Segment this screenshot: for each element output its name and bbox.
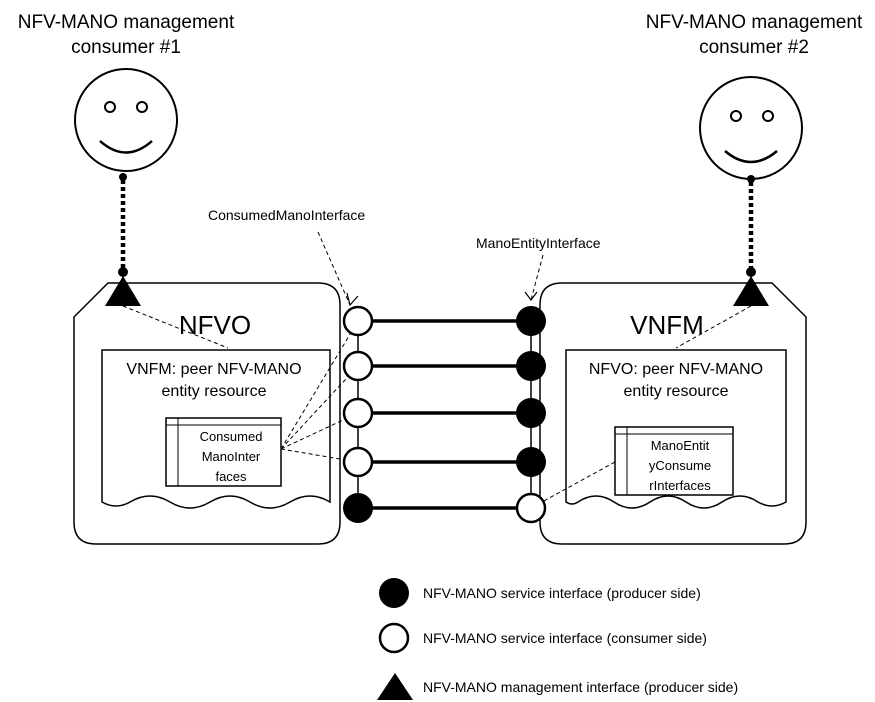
- nfvo-producer-endpoint-5: [343, 493, 373, 523]
- nfvo-consumer-endpoint-2: [342, 350, 374, 382]
- vnfm-entity: VNFM NFVO: peer NFV-MANO entity resource…: [539, 282, 807, 545]
- mano-entity-consumer-interfaces-table: ManoEntit yConsume rInterfaces: [614, 426, 734, 496]
- legend: NFV-MANO service interface (producer sid…: [377, 578, 738, 700]
- vnfm-consumer-endpoint-5: [515, 492, 547, 524]
- nfvo-entity: NFVO VNFM: peer NFV-MANO entity resource…: [73, 282, 341, 545]
- vnfm-resource: NFVO: peer NFV-MANO entity resource Mano…: [565, 349, 787, 509]
- nfvo-table-line3: faces: [215, 469, 247, 484]
- consumer-1-title-line1: NFV-MANO management: [18, 12, 235, 33]
- nfvo-management-interface: [105, 267, 141, 306]
- nfvo-consumer-endpoint-1: [342, 305, 374, 337]
- vnfm-resource-line2: entity resource: [624, 383, 729, 400]
- filled-triangle-icon: [733, 276, 769, 306]
- filled-triangle-icon: [377, 673, 413, 700]
- nfvo-table-line1: Consumed: [200, 429, 263, 444]
- filled-triangle-icon: [105, 276, 141, 306]
- connector-dot: [119, 173, 127, 181]
- nfvo-table-line2: ManoInter: [202, 449, 261, 464]
- consumed-mano-interfaces-table: Consumed ManoInter faces: [165, 417, 282, 487]
- vnfm-title: VNFM: [630, 310, 704, 340]
- vnfm-table-line1: ManoEntit: [651, 438, 710, 453]
- filled-circle-icon: [379, 578, 409, 608]
- connector-dot: [747, 175, 755, 183]
- vnfm-producer-endpoint-4: [516, 447, 546, 477]
- vnfm-producer-endpoint-3: [516, 398, 546, 428]
- nfvo-consumer-endpoint-4: [342, 446, 374, 478]
- vnfm-producer-endpoint-1: [516, 306, 546, 336]
- legend-text-management: NFV-MANO management interface (producer …: [423, 679, 738, 695]
- consumer-1-title-line2: consumer #1: [71, 37, 181, 58]
- consumer-2: NFV-MANO management consumer #2: [646, 12, 863, 270]
- vnfm-management-interface: [733, 267, 769, 306]
- consumer-2-title-line1: NFV-MANO management: [646, 12, 863, 33]
- legend-item-producer: NFV-MANO service interface (producer sid…: [379, 578, 701, 608]
- nfvo-resource-line1: VNFM: peer NFV-MANO: [126, 361, 301, 378]
- consumer-1: NFV-MANO management consumer #1: [18, 12, 235, 270]
- nfvo-consumer-endpoint-3: [342, 397, 374, 429]
- legend-text-consumer: NFV-MANO service interface (consumer sid…: [423, 630, 707, 646]
- consumed-mano-interface-callout: ConsumedManoInterface: [208, 207, 365, 223]
- service-interface-links: [342, 305, 547, 524]
- callout-arrowheads: [346, 291, 538, 307]
- nfvo-resource-line2: entity resource: [162, 383, 267, 400]
- smiley-face-icon: [699, 76, 803, 180]
- legend-item-management: NFV-MANO management interface (producer …: [377, 673, 738, 700]
- vnfm-table-line2: yConsume: [649, 458, 711, 473]
- vnfm-producer-endpoint-2: [516, 351, 546, 381]
- legend-item-consumer: NFV-MANO service interface (consumer sid…: [378, 622, 707, 654]
- nfvo-title: NFVO: [179, 310, 251, 340]
- smiley-face-icon: [74, 68, 178, 172]
- vnfm-resource-line1: NFVO: peer NFV-MANO: [589, 361, 763, 378]
- mano-entity-interface-callout: ManoEntityInterface: [476, 235, 601, 251]
- open-circle-icon: [378, 622, 410, 654]
- consumer-2-title-line2: consumer #2: [699, 37, 809, 58]
- nfvo-resource: VNFM: peer NFV-MANO entity resource Cons…: [101, 349, 331, 509]
- vnfm-table-line3: rInterfaces: [649, 478, 711, 493]
- legend-text-producer: NFV-MANO service interface (producer sid…: [423, 585, 701, 601]
